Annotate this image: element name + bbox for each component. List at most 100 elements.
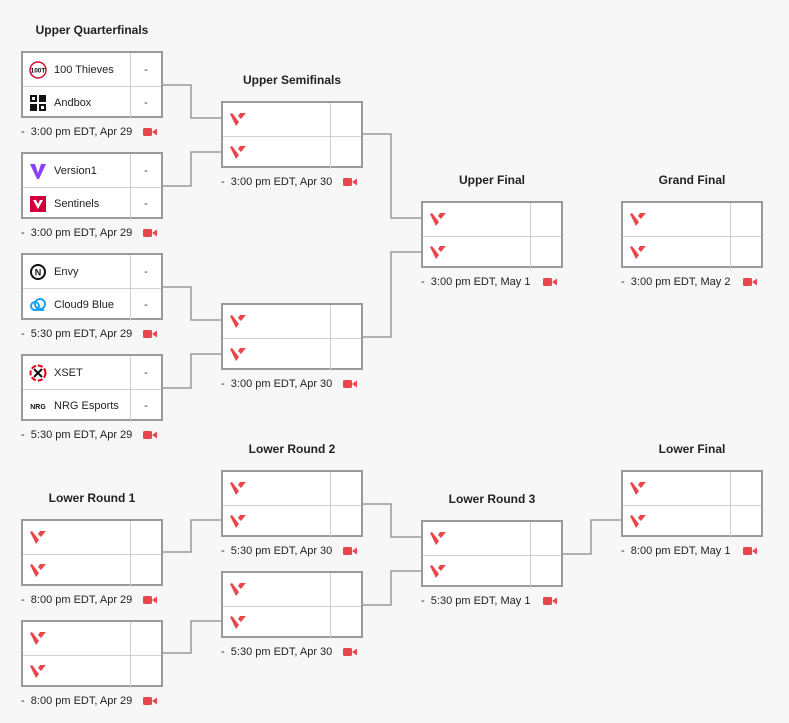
match-upper-qf-4[interactable]: XSET - NRG NRG Esports -	[21, 354, 163, 422]
match-schedule: - 5:30 pm EDT, Apr 29	[21, 326, 163, 342]
match-upper-qf-1[interactable]: 100T 100 Thieves - Andbox -	[21, 51, 163, 119]
team-slot	[223, 573, 331, 606]
match-time: - 3:00 pm EDT, May 2	[621, 276, 731, 288]
video-camera-icon[interactable]	[143, 328, 159, 340]
video-camera-icon[interactable]	[143, 126, 159, 138]
team-row	[23, 622, 161, 656]
valorant-logo-icon	[229, 513, 247, 531]
round-title-lower-round-3: Lower Round 3	[448, 492, 536, 506]
team-slot: Cloud9 Blue	[23, 288, 131, 321]
team-name: Sentinels	[54, 197, 100, 210]
match-time: - 5:30 pm EDT, Apr 29	[21, 328, 133, 340]
match-time: - 5:30 pm EDT, Apr 30	[221, 545, 333, 557]
team-slot	[223, 136, 331, 169]
match-time: - 5:30 pm EDT, Apr 29	[21, 429, 133, 441]
valorant-logo-icon	[229, 313, 247, 331]
team-row	[423, 236, 561, 269]
match-upper-qf-3[interactable]: N Envy - Cloud9 Blue -	[21, 253, 163, 321]
round-title-upper-final: Upper Final	[458, 173, 525, 187]
team-slot: Version1	[23, 154, 131, 187]
video-camera-icon[interactable]	[143, 695, 159, 707]
match-lower-final[interactable]	[621, 470, 763, 538]
team-score: -	[144, 298, 148, 311]
video-camera-icon[interactable]	[743, 545, 759, 557]
video-camera-icon[interactable]	[143, 227, 159, 239]
valorant-logo-icon	[229, 614, 247, 632]
team-score: -	[144, 366, 148, 379]
video-camera-icon[interactable]	[343, 545, 359, 557]
team-row: Version1 -	[23, 154, 161, 188]
video-camera-icon[interactable]	[543, 595, 559, 607]
round-title-grand-final: Grand Final	[658, 173, 726, 187]
team-row: Cloud9 Blue -	[23, 288, 161, 321]
valorant-logo-icon	[629, 244, 647, 262]
match-schedule: - 3:00 pm EDT, Apr 30	[221, 174, 363, 190]
team-slot	[423, 555, 531, 588]
video-camera-icon[interactable]	[343, 378, 359, 390]
match-lower-r2-2[interactable]	[221, 571, 363, 639]
svg-text:NRG: NRG	[30, 404, 46, 411]
match-lower-r2-1[interactable]	[221, 470, 363, 538]
team-name: Version1	[54, 164, 97, 177]
team-row: Sentinels -	[23, 187, 161, 220]
match-schedule: - 5:30 pm EDT, May 1	[421, 593, 563, 609]
team-row	[223, 505, 361, 538]
video-camera-icon[interactable]	[143, 594, 159, 606]
match-schedule: - 5:30 pm EDT, Apr 30	[221, 644, 363, 660]
team-name: Andbox	[54, 96, 92, 109]
match-time: - 3:00 pm EDT, Apr 30	[221, 176, 333, 188]
team-slot: 100T 100 Thieves	[23, 53, 131, 86]
team-row	[223, 305, 361, 339]
team-slot: Andbox	[23, 86, 131, 119]
match-lower-r1-1[interactable]	[21, 519, 163, 587]
valorant-logo-icon	[229, 346, 247, 364]
team-slot	[23, 554, 131, 587]
team-row	[423, 203, 561, 237]
team-row	[223, 103, 361, 137]
team-row	[223, 573, 361, 607]
video-camera-icon[interactable]	[543, 276, 559, 288]
match-lower-r3[interactable]	[421, 520, 563, 588]
team-row	[223, 472, 361, 506]
team-score: -	[144, 399, 148, 412]
svg-text:N: N	[35, 267, 42, 277]
round-title-upper-semifinals: Upper Semifinals	[242, 73, 342, 87]
valorant-logo-icon	[429, 211, 447, 229]
match-grand-final[interactable]	[621, 201, 763, 269]
team-score: -	[144, 63, 148, 76]
match-upper-sf-2[interactable]	[221, 303, 363, 371]
match-upper-sf-1[interactable]	[221, 101, 363, 169]
team-slot	[423, 236, 531, 269]
video-camera-icon[interactable]	[343, 646, 359, 658]
team-slot	[423, 203, 531, 236]
team-row: 100T 100 Thieves -	[23, 53, 161, 87]
valorant-logo-icon	[429, 530, 447, 548]
video-camera-icon[interactable]	[343, 176, 359, 188]
team-row: XSET -	[23, 356, 161, 390]
team-slot	[223, 305, 331, 338]
team-slot	[623, 236, 731, 269]
svg-text:100T: 100T	[31, 67, 46, 74]
video-camera-icon[interactable]	[143, 429, 159, 441]
team-row	[623, 203, 761, 237]
team-slot: N Envy	[23, 255, 131, 288]
round-title-lower-round-1: Lower Round 1	[48, 491, 136, 505]
match-time: - 8:00 pm EDT, Apr 29	[21, 695, 133, 707]
andbox-logo-icon	[29, 94, 47, 112]
team-slot	[623, 505, 731, 538]
team-slot	[623, 203, 731, 236]
match-lower-r1-2[interactable]	[21, 620, 163, 688]
team-row: Andbox -	[23, 86, 161, 119]
match-upper-qf-2[interactable]: Version1 - Sentinels -	[21, 152, 163, 220]
team-row	[223, 136, 361, 169]
match-schedule: - 5:30 pm EDT, Apr 30	[221, 543, 363, 559]
team-slot	[423, 522, 531, 555]
team-name: 100 Thieves	[54, 63, 114, 76]
team-slot	[23, 622, 131, 655]
match-time: - 3:00 pm EDT, Apr 29	[21, 126, 133, 138]
match-upper-final[interactable]	[421, 201, 563, 269]
team-row	[23, 655, 161, 688]
video-camera-icon[interactable]	[743, 276, 759, 288]
valorant-logo-icon	[629, 513, 647, 531]
match-time: - 3:00 pm EDT, Apr 29	[21, 227, 133, 239]
